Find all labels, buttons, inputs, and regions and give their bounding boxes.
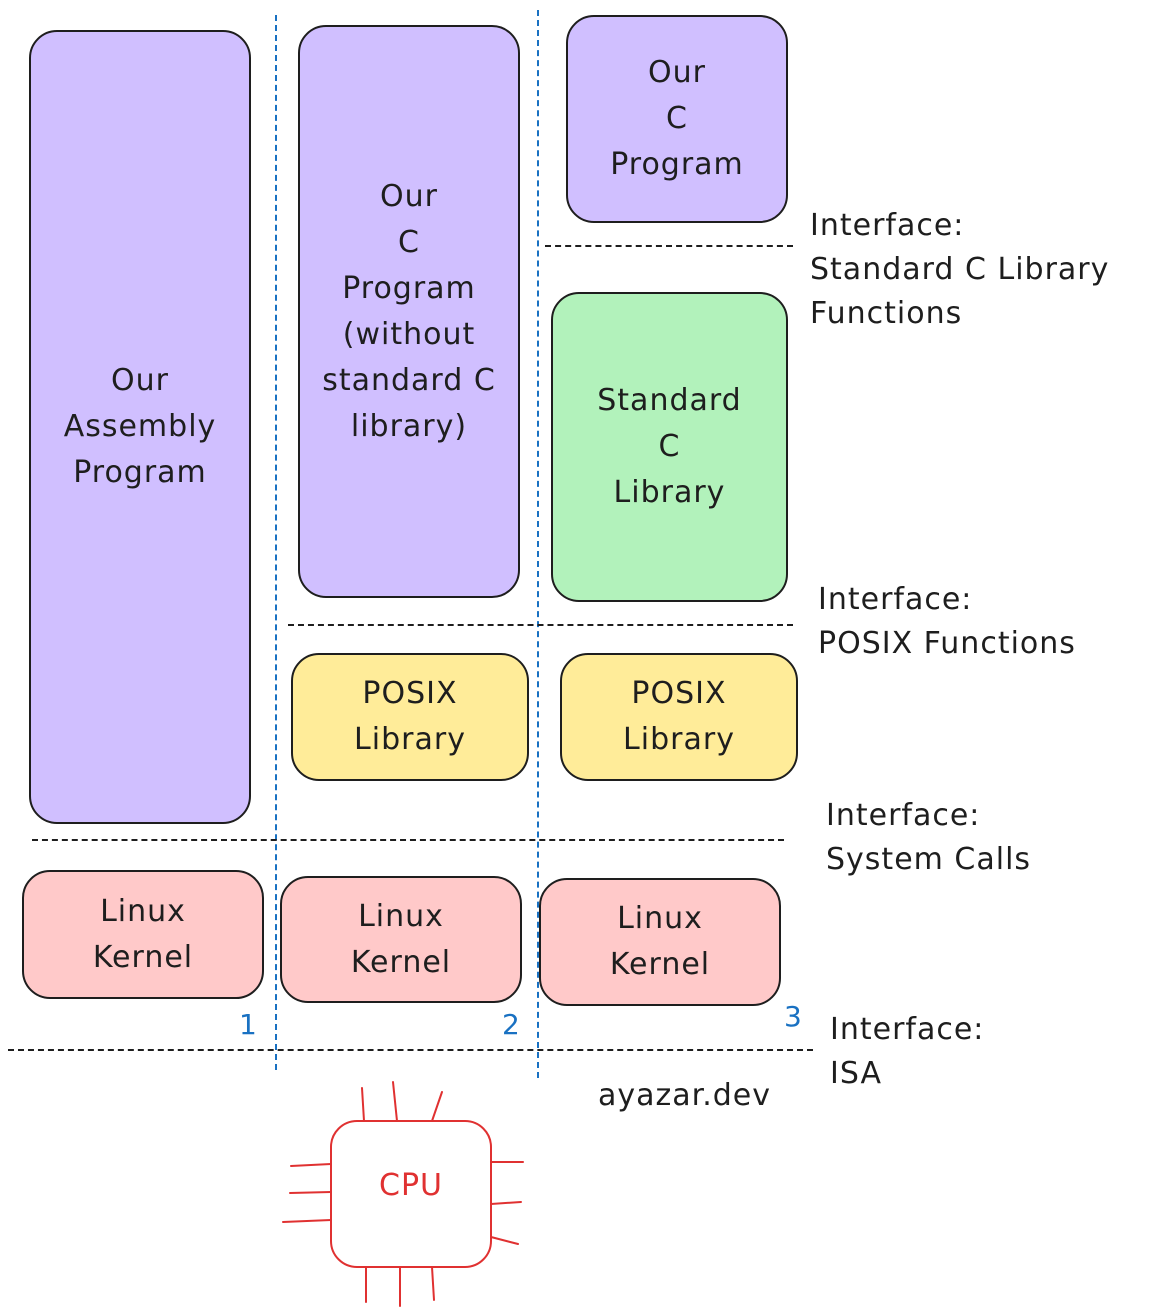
linux-kernel-label-2: Linux Kernel — [350, 898, 452, 980]
linux-kernel-box-3: Linux Kernel — [539, 878, 781, 1006]
interface-line-isa — [8, 1049, 813, 1051]
interface-label-posix: Interface: POSIX Functions — [818, 582, 1076, 661]
standard-c-library-label: Standard C Library — [597, 383, 742, 510]
assembly-program-box: Our Assembly Program — [29, 30, 251, 824]
c-program-label: Our C Program — [610, 55, 744, 182]
linux-kernel-box-1: Linux Kernel — [22, 870, 264, 999]
interface-line-posix — [288, 624, 793, 626]
column-number-3: 3 — [784, 1000, 802, 1033]
column-divider-2-3 — [537, 10, 539, 1078]
interface-line-system-calls — [32, 839, 784, 841]
interface-label-standard-c: Interface: Standard C Library Functions — [810, 208, 1110, 331]
linux-kernel-box-2: Linux Kernel — [280, 876, 522, 1003]
standard-c-library-box: Standard C Library — [551, 292, 788, 602]
linux-kernel-label-3: Linux Kernel — [609, 901, 711, 982]
column-number-1: 1 — [239, 1008, 257, 1041]
assembly-program-label: Our Assembly Program — [63, 363, 217, 490]
c-program-no-lib-box: Our C Program (without standard C librar… — [298, 25, 520, 598]
interface-label-system-calls: Interface: System Calls — [826, 798, 1032, 877]
c-program-box: Our C Program — [566, 15, 788, 223]
linux-kernel-label-1: Linux Kernel — [92, 893, 194, 975]
posix-library-box-3: POSIX Library — [560, 653, 798, 781]
interface-label-isa: Interface: ISA — [830, 1012, 985, 1091]
posix-library-label-3: POSIX Library — [623, 676, 735, 757]
column-number-2: 2 — [502, 1008, 520, 1041]
column-divider-1-2 — [275, 15, 277, 1070]
posix-library-box-2: POSIX Library — [291, 653, 529, 781]
posix-library-label-2: POSIX Library — [354, 676, 466, 757]
interface-line-standard-c — [545, 245, 793, 247]
c-program-no-lib-label: Our C Program (without standard C librar… — [322, 178, 496, 444]
cpu-label: CPU — [379, 1168, 443, 1203]
watermark-text: ayazar.dev — [598, 1078, 772, 1113]
